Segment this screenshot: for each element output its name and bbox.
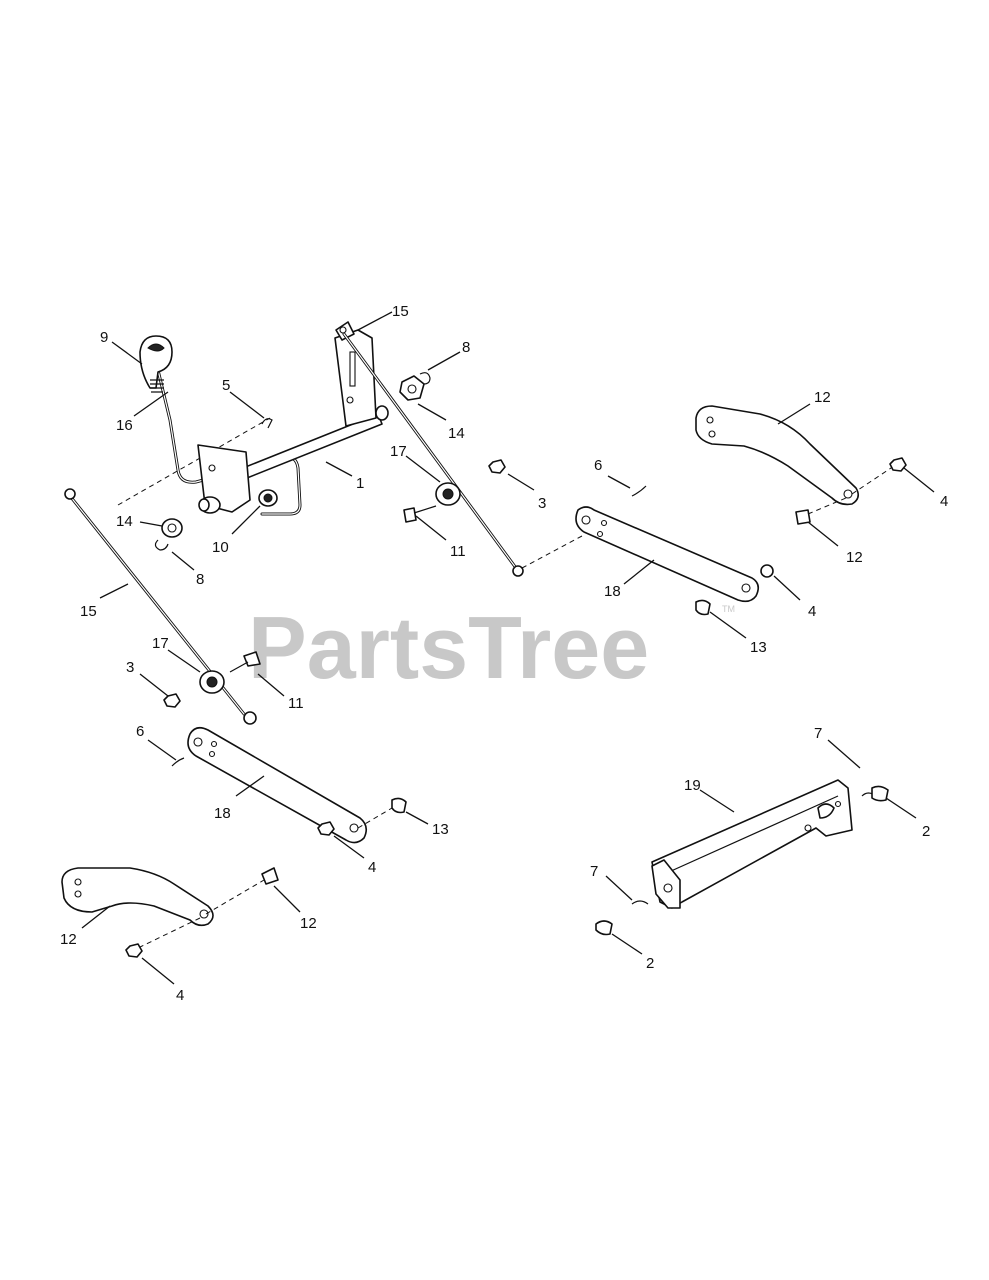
watermark-text: PartsTree xyxy=(248,598,649,697)
callout-10: 10 xyxy=(212,539,229,556)
flange-nut-left-link xyxy=(317,821,335,836)
left-link-rod xyxy=(64,488,261,725)
hex-nut-right xyxy=(488,459,506,474)
left-bracket-plate xyxy=(197,444,251,513)
clevis-pin-upper xyxy=(871,785,889,802)
lift-shaft-assembly xyxy=(117,321,389,516)
callout-8-left: 8 xyxy=(196,571,204,588)
handle-grip xyxy=(139,335,173,389)
callout-3-left: 3 xyxy=(126,659,134,676)
left-lift-link xyxy=(171,726,407,844)
grip-spring xyxy=(150,379,164,393)
callout-12-upper-bolt: 12 xyxy=(846,549,863,566)
callout-6-right: 6 xyxy=(594,457,602,474)
clevis-pin-lower xyxy=(595,920,613,936)
callout-5: 5 xyxy=(222,377,230,394)
leader-lines xyxy=(81,311,935,985)
callout-3-right: 3 xyxy=(538,495,546,512)
shaft-centerline xyxy=(117,417,271,506)
callout-18-right: 18 xyxy=(604,583,621,600)
callout-17-left: 17 xyxy=(152,635,169,652)
callout-14-left: 14 xyxy=(116,513,133,530)
shoulder-bolt-right xyxy=(695,599,711,616)
callout-6-left: 6 xyxy=(136,723,144,740)
callout-12-lower-bracket: 12 xyxy=(60,931,77,948)
callout-8-right: 8 xyxy=(462,339,470,356)
e-clip-right xyxy=(419,372,431,385)
callout-19: 19 xyxy=(684,777,701,794)
hex-nut-left xyxy=(163,693,181,708)
cotter-pin-right xyxy=(631,485,647,497)
callout-11-right: 11 xyxy=(450,543,466,560)
right-link-rod xyxy=(342,332,524,577)
shoulder-bolt-left xyxy=(391,797,407,814)
hanger-bolt-lower xyxy=(261,867,279,885)
callout-9: 9 xyxy=(100,329,108,346)
callout-4-left-link: 4 xyxy=(368,859,376,876)
hanger-bolt-upper xyxy=(795,509,811,525)
callout-11-left: 11 xyxy=(288,695,304,712)
flange-nut-upper xyxy=(889,457,907,472)
callout-13-right: 13 xyxy=(750,639,767,656)
callout-16: 16 xyxy=(116,417,133,434)
callout-7-lower: 7 xyxy=(590,863,598,880)
callout-18-left: 18 xyxy=(214,805,231,822)
bushing-right xyxy=(399,372,431,401)
callout-15-left: 15 xyxy=(80,603,97,620)
nut-right-link xyxy=(760,564,774,578)
callout-17-right: 17 xyxy=(390,443,407,460)
flange-nut-lower xyxy=(125,943,143,958)
cotter-pin-left xyxy=(171,757,185,767)
bushing-left xyxy=(154,518,183,551)
e-clip-left xyxy=(154,539,169,551)
watermark-trademark: TM xyxy=(722,604,735,614)
callout-1: 1 xyxy=(356,475,364,492)
callout-4-right-link: 4 xyxy=(808,603,816,620)
callout-2-upper: 2 xyxy=(922,823,930,840)
callout-4-upper: 4 xyxy=(940,493,948,510)
right-lift-link xyxy=(521,485,774,616)
callout-4-lower: 4 xyxy=(176,987,184,1004)
callout-14-right: 14 xyxy=(448,425,465,442)
callout-12-lower-bolt: 12 xyxy=(300,915,317,932)
callout-12-upper-bracket: 12 xyxy=(814,389,831,406)
hairpin-lower xyxy=(631,900,649,905)
callout-2-lower: 2 xyxy=(646,955,654,972)
support-bracket xyxy=(595,779,889,936)
callout-15-right: 15 xyxy=(392,303,409,320)
lower-left-hanger xyxy=(61,867,279,958)
callout-7-upper: 7 xyxy=(814,725,822,742)
callout-13-left: 13 xyxy=(432,821,449,838)
upper-right-hanger xyxy=(695,405,907,525)
retaining-pin xyxy=(261,418,273,429)
callouts: 9 16 5 1 15 8 14 17 3 11 14 10 8 15 17 3… xyxy=(60,303,948,1004)
